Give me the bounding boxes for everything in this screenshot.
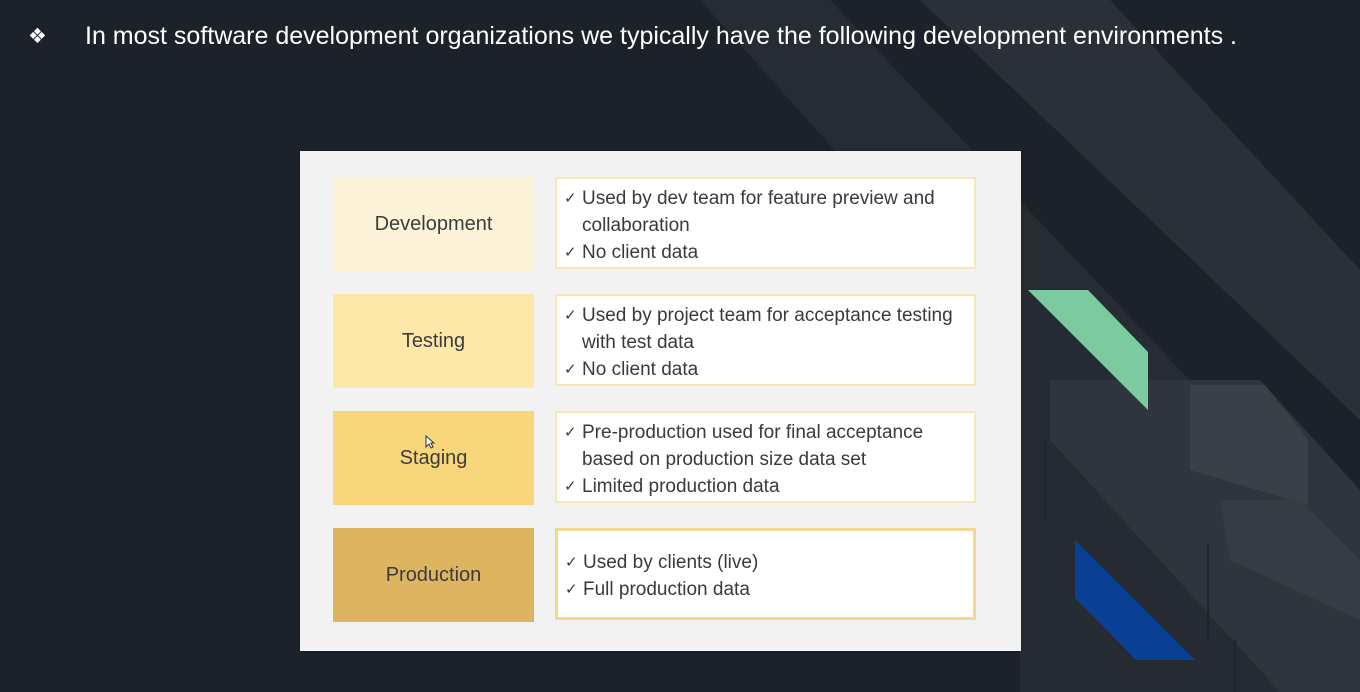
green-accent-shape xyxy=(1028,290,1148,410)
environment-label-development: Development xyxy=(333,177,534,271)
description-line: ✓ Used by dev team for feature preview a… xyxy=(564,185,964,239)
description-line: ✓ Used by project team for acceptance te… xyxy=(564,302,964,356)
environment-description-staging: ✓ Pre-production used for final acceptan… xyxy=(555,411,976,503)
check-icon: ✓ xyxy=(564,359,577,378)
environment-label-production: Production xyxy=(333,528,534,622)
check-icon: ✓ xyxy=(564,188,577,207)
check-icon: ✓ xyxy=(564,242,577,261)
environment-description-testing: ✓ Used by project team for acceptance te… xyxy=(555,294,976,386)
environment-label-text: Development xyxy=(374,212,493,235)
environment-label-testing: Testing xyxy=(333,294,534,388)
check-icon: ✓ xyxy=(564,476,577,495)
diamond-bullet-icon: ❖ xyxy=(28,24,47,48)
description-line: ✓ No client data xyxy=(564,239,964,266)
description-line: ✓ Used by clients (live) xyxy=(565,549,963,576)
environments-slide: Development ✓ Used by dev team for featu… xyxy=(300,151,1021,651)
check-icon: ✓ xyxy=(564,422,577,441)
environment-label-staging: Staging xyxy=(333,411,534,505)
description-line: ✓ Full production data xyxy=(565,576,963,603)
description-line: ✓ No client data xyxy=(564,356,964,383)
environment-label-text: Staging xyxy=(399,446,468,469)
environment-label-text: Production xyxy=(385,563,482,586)
slide-heading: ❖ In most software development organizat… xyxy=(28,18,1348,54)
check-icon: ✓ xyxy=(565,580,578,598)
blue-accent-shape xyxy=(1075,540,1195,660)
environment-label-text: Testing xyxy=(401,329,466,352)
heading-text: In most software development organizatio… xyxy=(85,21,1238,50)
environment-description-production: ✓ Used by clients (live) ✓ Full producti… xyxy=(555,528,976,620)
mouse-cursor-icon xyxy=(425,435,435,449)
check-icon: ✓ xyxy=(564,305,577,324)
check-icon: ✓ xyxy=(565,553,578,571)
environment-description-development: ✓ Used by dev team for feature preview a… xyxy=(555,177,976,269)
description-line: ✓ Limited production data xyxy=(564,473,964,500)
description-line: ✓ Pre-production used for final acceptan… xyxy=(564,419,964,473)
